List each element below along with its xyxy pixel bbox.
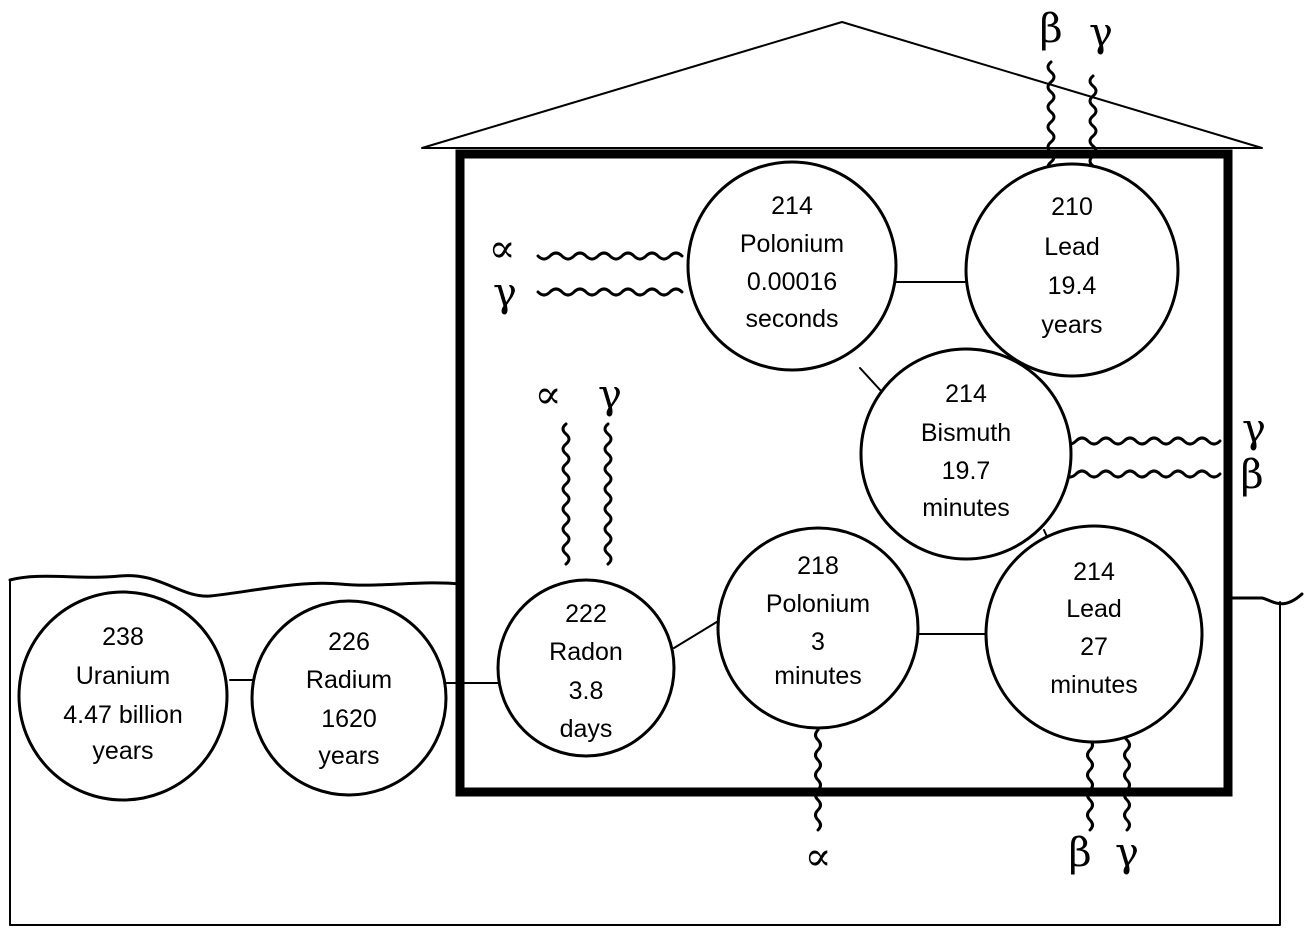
node-halflife: 3.8: [569, 677, 604, 705]
node-number: 214: [771, 192, 813, 220]
lead210-gamma-wave: [1090, 76, 1096, 176]
node-element: Radium: [306, 666, 392, 694]
node-radium-226: 226 Radium 1620 years: [252, 601, 446, 795]
node-halflife-unit: minutes: [774, 662, 862, 690]
connector-radon-polonium218: [674, 620, 720, 648]
polonium214-gamma-wave: [538, 289, 682, 295]
node-element: Uranium: [76, 662, 170, 690]
node-number: 238: [102, 623, 144, 651]
node-halflife: 3: [811, 628, 825, 656]
lead214-beta-wave: [1088, 730, 1093, 830]
radon-gamma-wave: [605, 424, 611, 564]
polonium214-alpha-wave: [538, 253, 682, 259]
ground-line-right: [1232, 594, 1302, 604]
beta-symbol-bismuth: β: [1240, 452, 1263, 498]
lead210-beta-wave: [1048, 62, 1054, 182]
node-number: 214: [1073, 558, 1115, 586]
gamma-symbol-lead214: γ: [1115, 830, 1139, 876]
node-polonium-218: 218 Polonium 3 minutes: [718, 528, 918, 728]
node-halflife: 19.7: [942, 457, 991, 485]
node-halflife: 19.4: [1048, 272, 1097, 300]
node-halflife-unit: seconds: [745, 305, 838, 333]
radon-alpha-wave: [563, 424, 569, 564]
node-halflife-unit: minutes: [1050, 671, 1138, 699]
beta-symbol-lead214: β: [1068, 830, 1091, 876]
gamma-symbol-bismuth: γ: [1242, 406, 1266, 452]
node-halflife-unit: minutes: [922, 494, 1010, 522]
polonium218-alpha-wave: [816, 730, 821, 830]
node-element: Lead: [1044, 233, 1100, 261]
node-polonium-214: 214 Polonium 0.00016 seconds: [688, 162, 896, 370]
node-halflife-unit: years: [92, 737, 153, 765]
node-halflife: 0.00016: [747, 268, 837, 296]
beta-symbol-lead210: β: [1039, 6, 1062, 52]
gamma-symbol-lead210: γ: [1089, 10, 1113, 56]
node-element: Radon: [549, 638, 623, 666]
alpha-symbol-radon: ∝: [534, 372, 561, 418]
node-uranium-238: 238 Uranium 4.47 billion years: [19, 592, 227, 800]
lead214-gamma-wave: [1125, 730, 1130, 830]
node-halflife-unit: years: [1041, 311, 1102, 339]
node-number: 226: [328, 628, 370, 656]
connector-bismuth-polonium214: [860, 368, 882, 392]
bismuth-beta-wave: [1064, 471, 1220, 477]
node-number: 222: [565, 600, 607, 628]
alpha-symbol-polonium214: ∝: [488, 226, 515, 272]
node-bismuth-214: 214 Bismuth 19.7 minutes: [861, 349, 1071, 559]
node-number: 218: [797, 552, 839, 580]
node-element: Polonium: [766, 590, 870, 618]
node-lead-210: 210 Lead 19.4 years: [966, 164, 1178, 376]
bismuth-gamma-wave: [1064, 438, 1220, 444]
node-element: Bismuth: [921, 419, 1011, 447]
node-halflife-unit: years: [318, 742, 379, 770]
alpha-symbol-polonium218: ∝: [804, 834, 831, 880]
node-element: Polonium: [740, 230, 844, 258]
house-roof: [422, 22, 1262, 148]
node-halflife: 4.47 billion: [63, 701, 183, 729]
gamma-symbol-radon: γ: [598, 372, 622, 418]
node-number: 214: [945, 380, 987, 408]
ground-line: [10, 576, 460, 597]
node-element: Lead: [1066, 595, 1122, 623]
node-number: 210: [1051, 193, 1093, 221]
node-halflife: 27: [1080, 633, 1108, 661]
node-radon-222: 222 Radon 3.8 days: [498, 580, 674, 756]
node-halflife: 1620: [321, 705, 377, 733]
node-lead-214: 214 Lead 27 minutes: [986, 526, 1202, 742]
gamma-symbol-polonium214: γ: [493, 270, 517, 316]
node-halflife-unit: days: [560, 715, 613, 743]
